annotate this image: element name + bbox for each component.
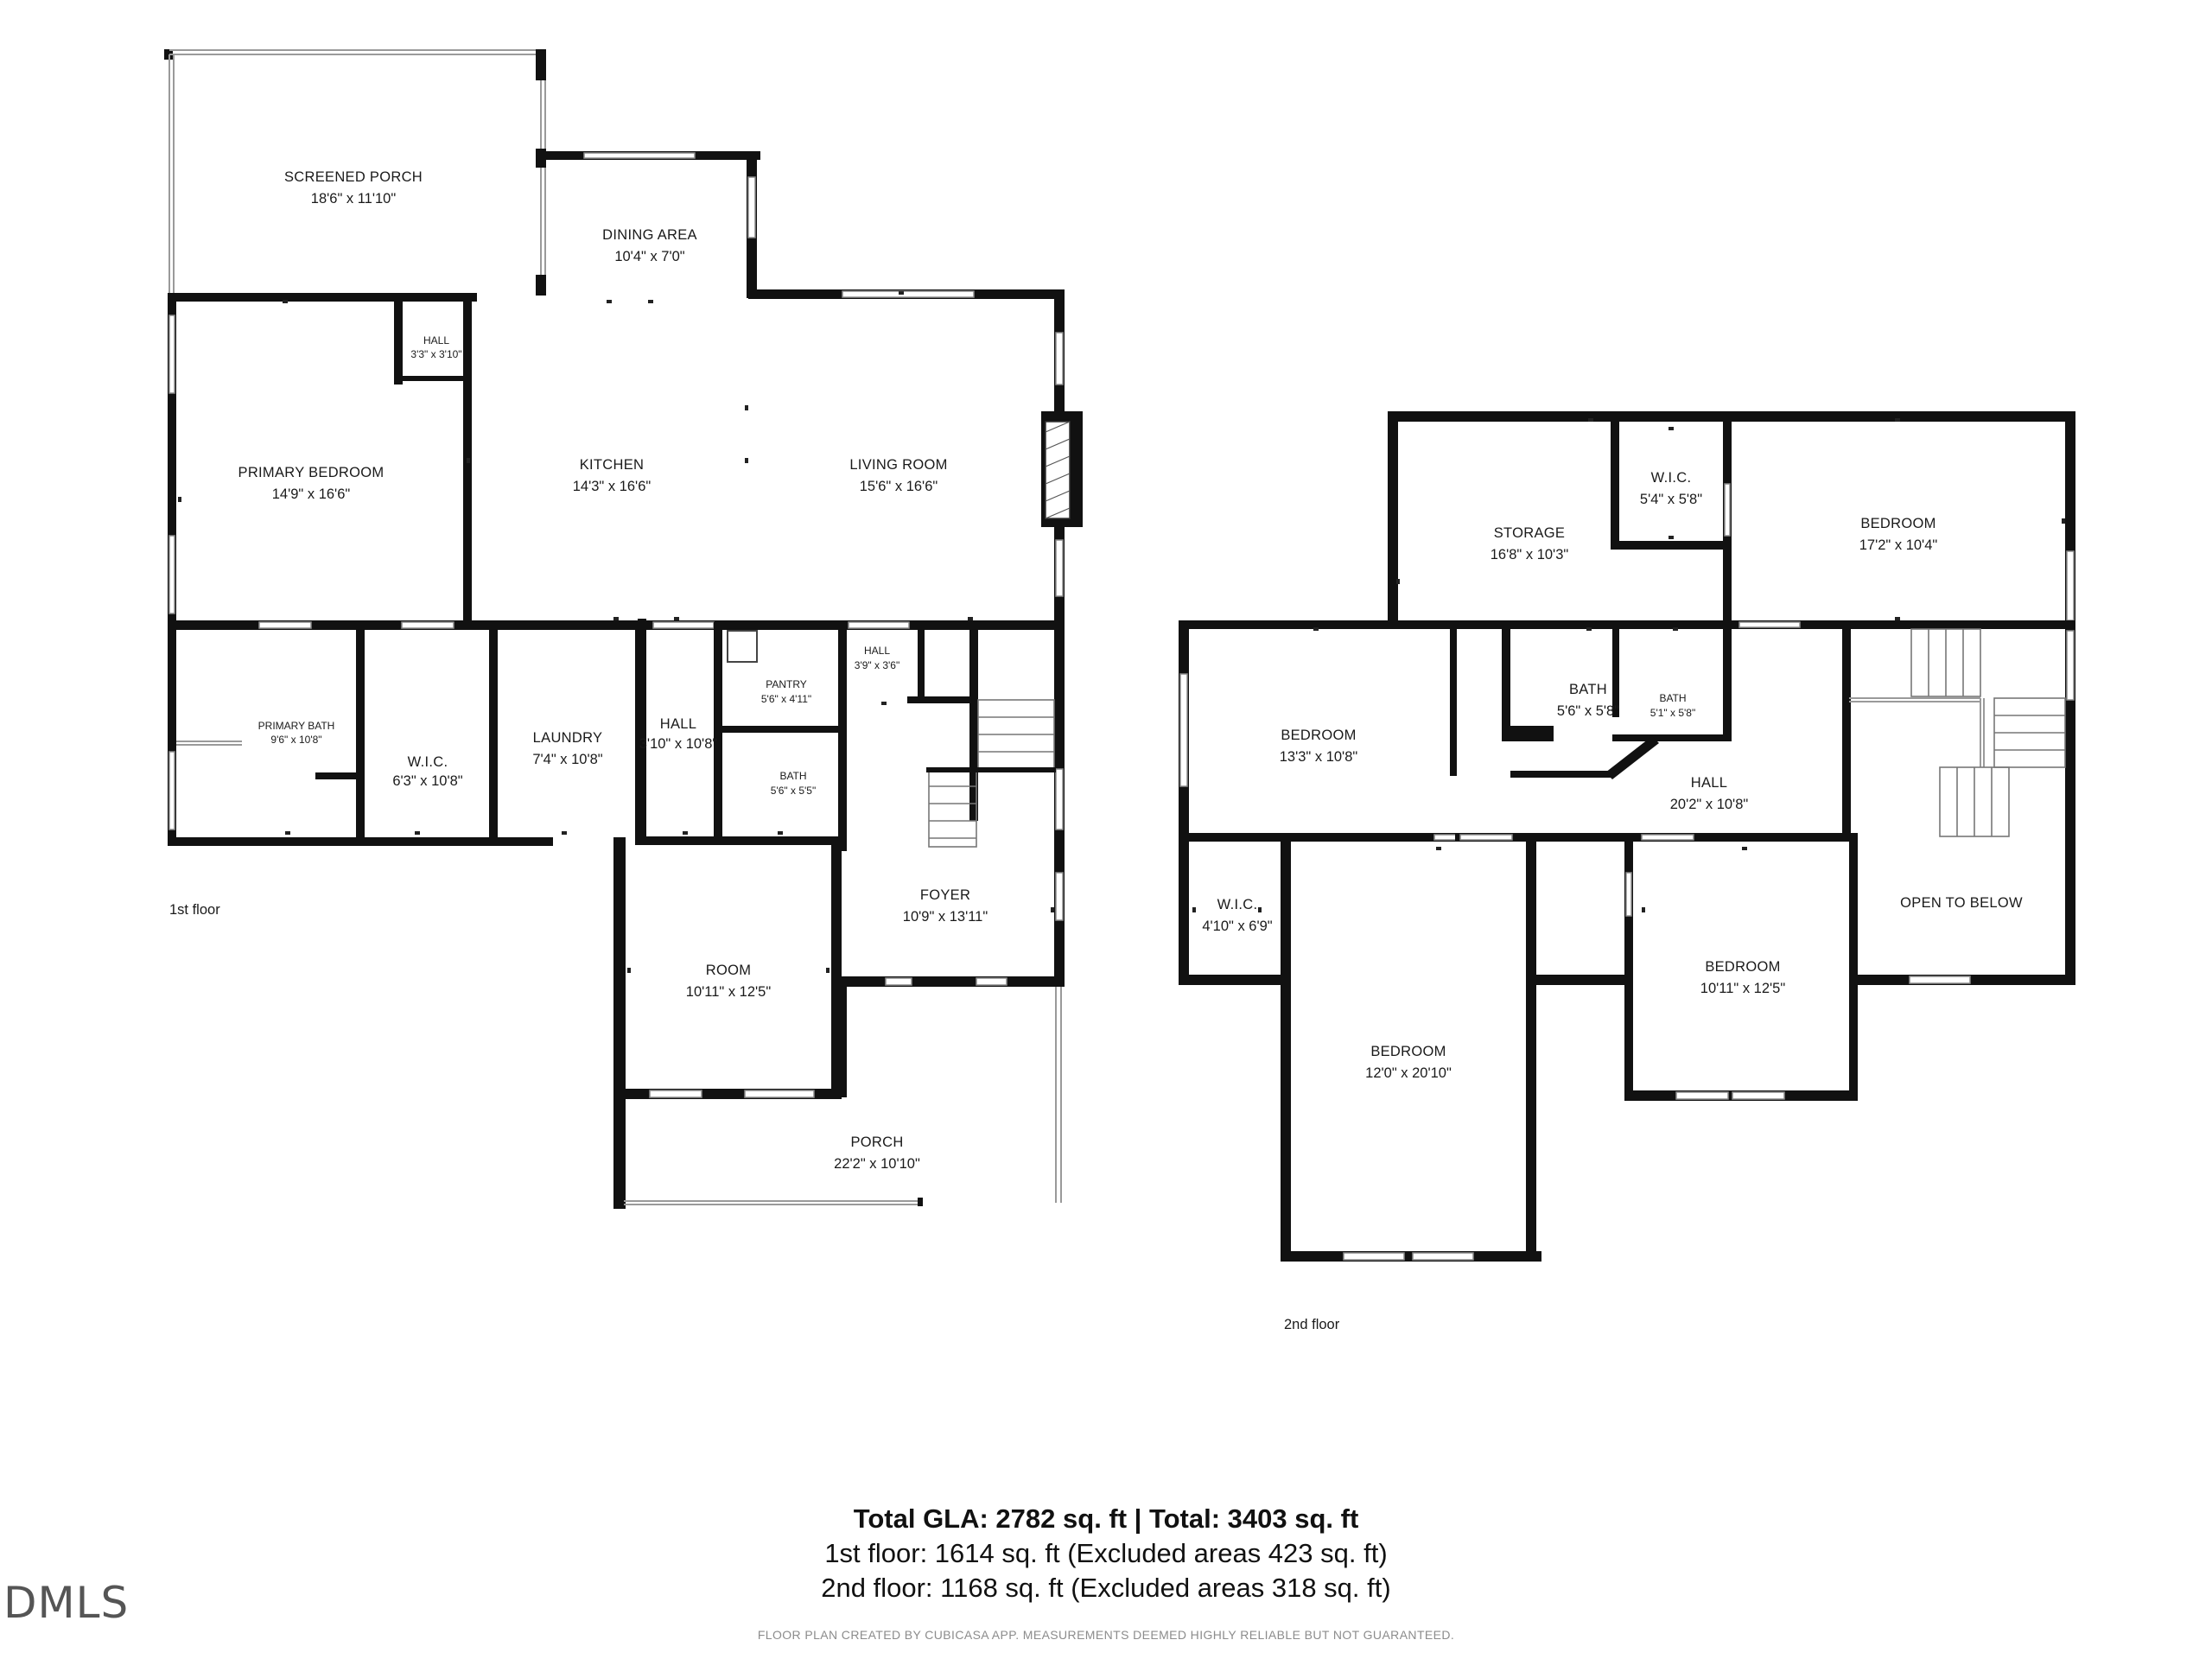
room-label: BATH	[1659, 692, 1686, 704]
total-area: Total GLA: 2782 sq. ft | Total: 3403 sq.…	[853, 1503, 1359, 1534]
room-dimensions: 6'3" x 10'8"	[392, 773, 462, 789]
room-label: DINING AREA	[602, 227, 697, 243]
room-dimensions: 3'10" x 10'8"	[639, 736, 718, 752]
room-dimensions: 20'2" x 10'8"	[1670, 797, 1749, 812]
first-floor-labels: SCREENED PORCH 18'6" x 11'10" DINING ARE…	[169, 169, 988, 1172]
room-label: ROOM	[706, 963, 752, 978]
room-label: LIVING ROOM	[849, 457, 947, 473]
room-label: W.I.C.	[1651, 470, 1692, 486]
first-floor-plan: SCREENED PORCH 18'6" x 11'10" DINING ARE…	[164, 49, 1083, 1209]
room-dimensions: 9'6" x 10'8"	[270, 734, 321, 746]
room-dimensions: 10'4" x 7'0"	[614, 249, 684, 264]
room-dimensions: 14'9" x 16'6"	[272, 486, 351, 502]
room-label: FOYER	[920, 887, 970, 903]
room-label: W.I.C.	[408, 754, 448, 770]
room-dimensions: 5'6" x 5'8"	[1557, 703, 1619, 719]
second-floor-labels: STORAGE 16'8" x 10'3" W.I.C. 5'4" x 5'8"…	[1202, 470, 2023, 1332]
room-label: W.I.C.	[1217, 897, 1258, 912]
room-label: LAUNDRY	[533, 730, 603, 746]
floor-label-1st: 1st floor	[169, 902, 220, 918]
disclaimer: FLOOR PLAN CREATED BY CUBICASA APP. MEAS…	[757, 1628, 1455, 1642]
room-dimensions: 16'8" x 10'3"	[1491, 547, 1569, 563]
room-dimensions: 13'3" x 10'8"	[1280, 749, 1358, 765]
dmls-logo: DMLS	[3, 1578, 130, 1628]
room-dimensions: 10'9" x 13'11"	[903, 909, 988, 925]
room-dimensions: 15'6" x 16'6"	[860, 479, 938, 494]
room-label: BEDROOM	[1281, 728, 1356, 743]
room-label: PRIMARY BATH	[258, 720, 335, 732]
second-floor-plan: STORAGE 16'8" x 10'3" W.I.C. 5'4" x 5'8"…	[1179, 411, 2075, 1332]
second-floor-area: 2nd floor: 1168 sq. ft (Excluded areas 3…	[821, 1573, 1391, 1603]
second-floor-door-markers	[1192, 418, 2065, 912]
room-dimensions: 10'11" x 12'5"	[1700, 981, 1786, 996]
second-floor-walls	[1179, 411, 2075, 1262]
room-dimensions: 5'6" x 4'11"	[761, 693, 811, 705]
room-label: BATH	[1569, 682, 1607, 697]
room-label: PRIMARY BEDROOM	[238, 465, 385, 480]
floor-label-2nd: 2nd floor	[1284, 1317, 1340, 1332]
room-dimensions: 17'2" x 10'4"	[1859, 537, 1938, 553]
room-label: HALL	[423, 334, 449, 346]
first-floor-walls	[168, 289, 1083, 1209]
room-dimensions: 14'3" x 16'6"	[573, 479, 652, 494]
room-label: SCREENED PORCH	[284, 169, 423, 185]
room-dimensions: 5'6" x 5'5"	[771, 785, 816, 797]
room-label: BEDROOM	[1705, 959, 1780, 975]
room-label: STORAGE	[1494, 525, 1565, 541]
room-label: PORCH	[850, 1135, 903, 1150]
room-dimensions: 5'1" x 5'8"	[1650, 707, 1695, 719]
room-label: KITCHEN	[580, 457, 645, 473]
room-label: HALL	[660, 716, 696, 732]
screened-porch-outline	[164, 49, 546, 296]
room-dimensions: 22'2" x 10'10"	[834, 1156, 920, 1172]
room-label: BATH	[779, 770, 806, 782]
room-label: HALL	[1691, 775, 1727, 791]
door-markers	[178, 291, 1054, 973]
room-dimensions: 12'0" x 20'10"	[1365, 1065, 1452, 1081]
room-dimensions: 10'11" x 12'5"	[686, 984, 772, 1000]
dining-area-walls	[536, 151, 1065, 299]
room-dimensions: 3'3" x 3'10"	[410, 348, 461, 360]
room-label: HALL	[864, 645, 890, 657]
room-label: BEDROOM	[1860, 516, 1936, 531]
room-dimensions: 5'4" x 5'8"	[1640, 492, 1702, 507]
room-dimensions: 7'4" x 10'8"	[532, 752, 602, 767]
room-label: PANTRY	[766, 678, 807, 690]
room-dimensions: 3'9" x 3'6"	[855, 659, 899, 671]
room-label: OPEN TO BELOW	[1900, 895, 2023, 911]
room-dimensions: 4'10" x 6'9"	[1202, 918, 1272, 934]
room-label: BEDROOM	[1370, 1044, 1446, 1059]
first-floor-area: 1st floor: 1614 sq. ft (Excluded areas 4…	[824, 1538, 1388, 1568]
room-dimensions: 18'6" x 11'10"	[311, 191, 397, 207]
